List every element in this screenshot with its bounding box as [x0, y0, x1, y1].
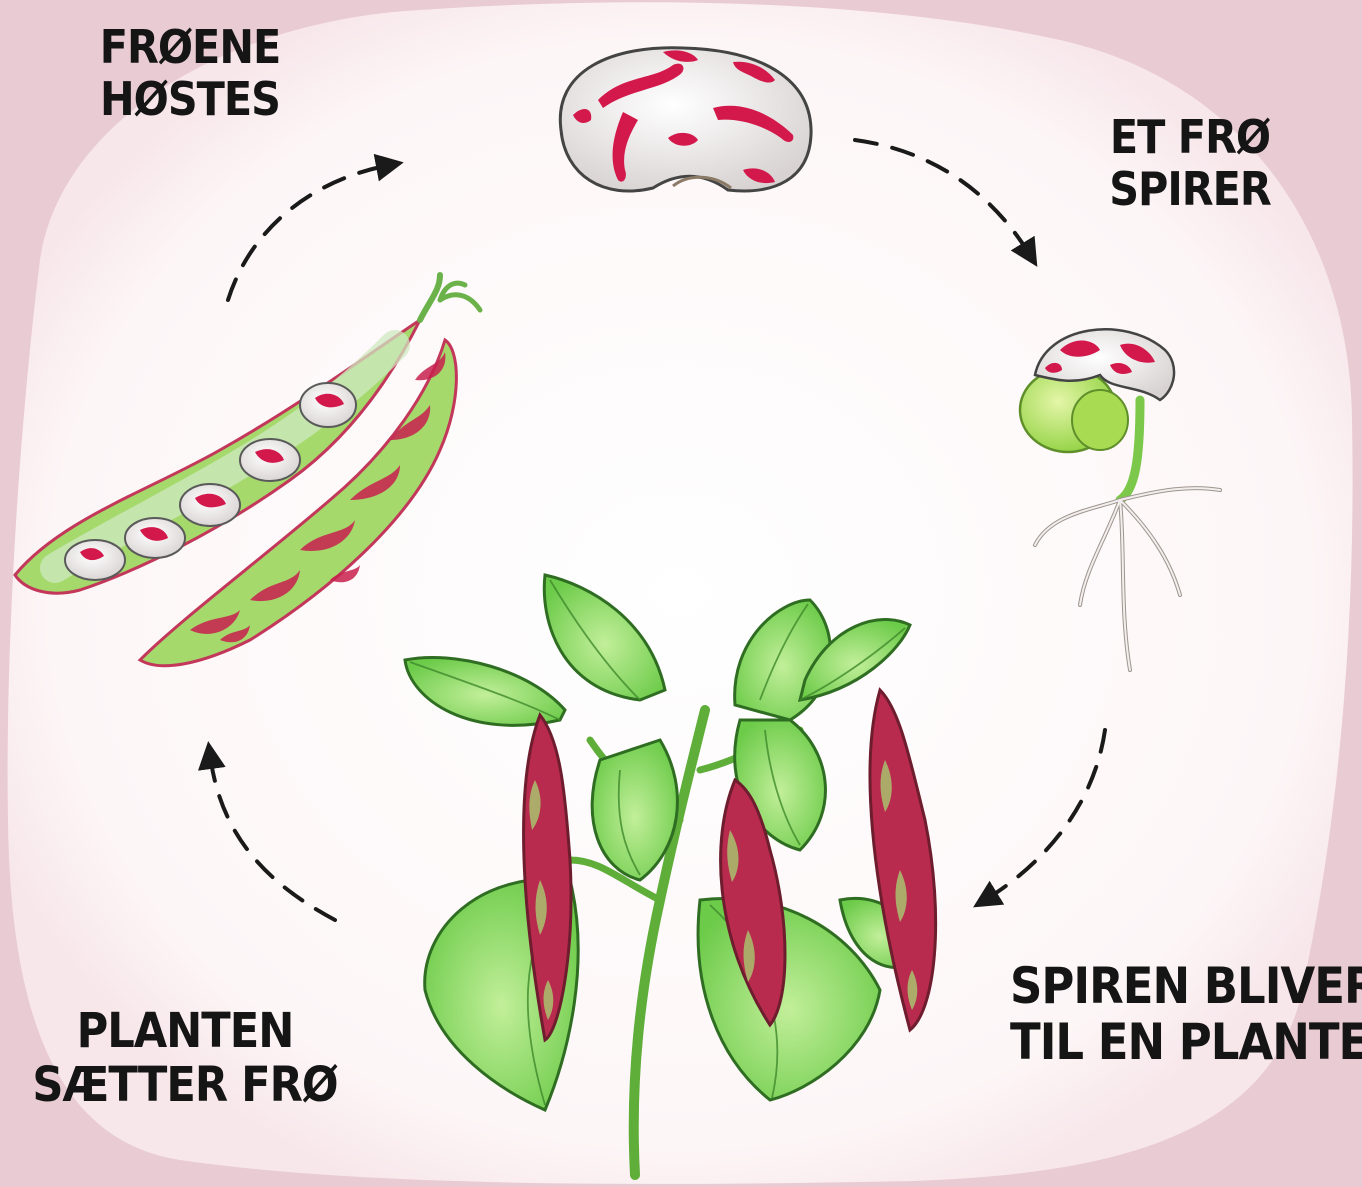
stage-label-line: FRØENE: [60, 22, 320, 74]
stage-label-seeds: PLANTEN SÆTTER FRØ: [20, 1005, 350, 1113]
stage-label-line: SPIREN BLIVER: [1010, 958, 1362, 1014]
stage-label-harvest: FRØENE HØSTES: [60, 22, 320, 125]
stage-label-line: HØSTES: [60, 74, 320, 126]
stage-label-sprout: ET FRØ SPIRER: [1070, 112, 1310, 215]
stage-label-line: SÆTTER FRØ: [20, 1059, 350, 1113]
stage-label-line: SPIRER: [1070, 164, 1310, 216]
stage-label-line: TIL EN PLANTE: [1010, 1014, 1362, 1070]
stage-label-line: PLANTEN: [20, 1005, 350, 1059]
stage-label-grow: SPIREN BLIVER TIL EN PLANTE: [1010, 958, 1362, 1070]
stage-label-line: ET FRØ: [1070, 112, 1310, 164]
bean-seed: [560, 48, 811, 191]
